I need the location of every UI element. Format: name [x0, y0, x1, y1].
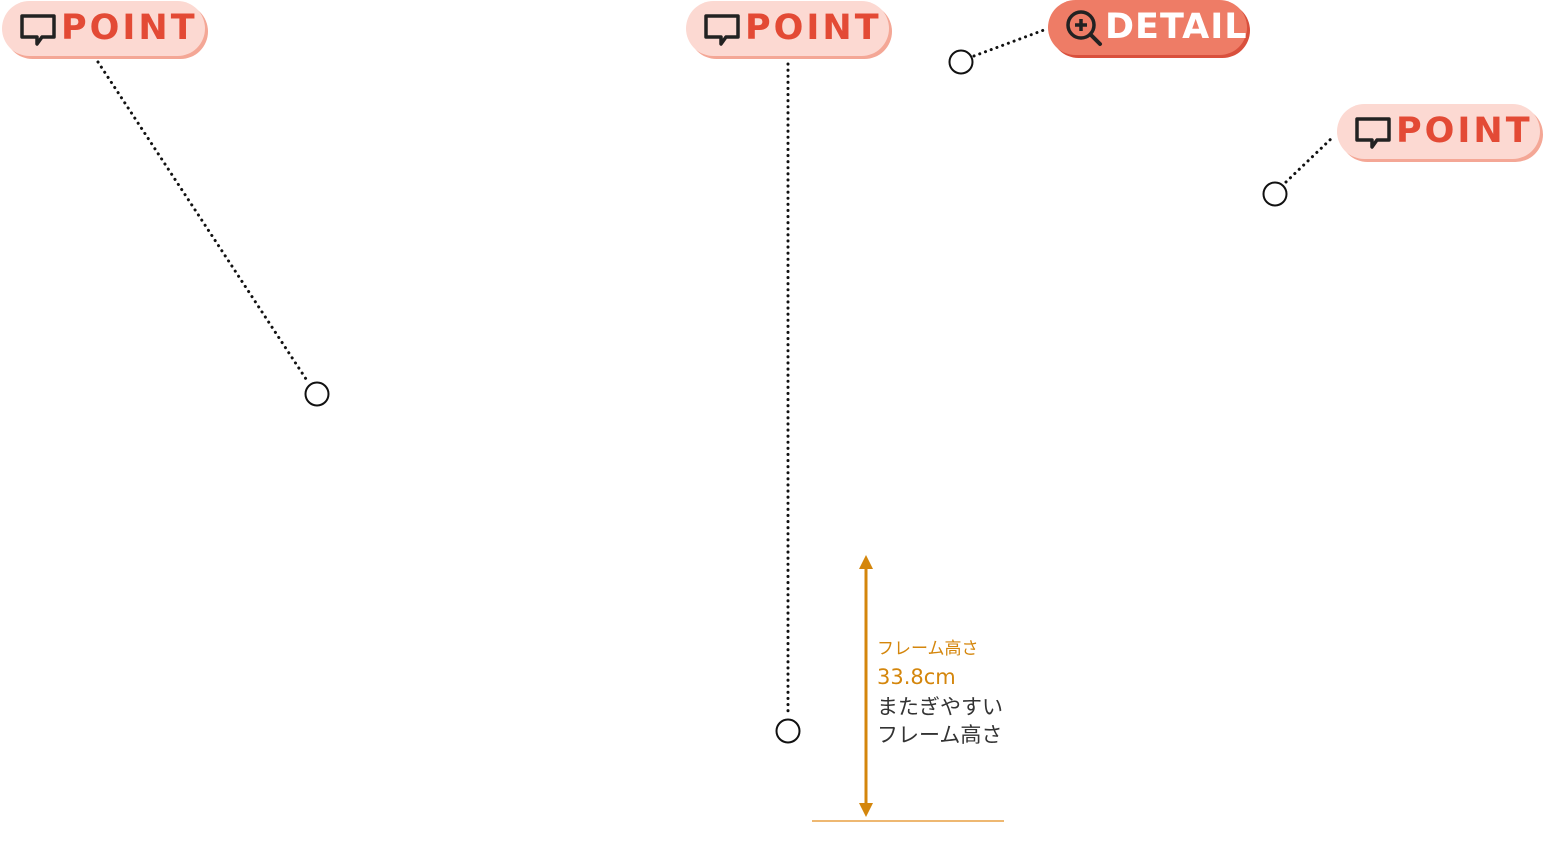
- zoom-in-icon: [1066, 9, 1102, 46]
- point-tag-3[interactable]: POINT: [1337, 104, 1540, 159]
- frame-height-caption: フレーム高さ: [877, 639, 979, 659]
- hotspot-marker-1[interactable]: [304, 381, 330, 407]
- hotspot-marker-3[interactable]: [948, 49, 974, 75]
- frame-height-description: またぎやすい フレーム高さ: [877, 695, 1003, 747]
- hotspot-marker-4[interactable]: [1262, 181, 1288, 207]
- point-tag-label: POINT: [61, 8, 198, 48]
- point-tag-1[interactable]: POINT: [2, 1, 205, 56]
- detail-tag[interactable]: DETAIL: [1048, 0, 1247, 55]
- speech-bubble-icon: [704, 13, 740, 46]
- speech-bubble-icon: [1355, 116, 1391, 149]
- point-tag-label: POINT: [1396, 111, 1533, 151]
- point-tag-2[interactable]: POINT: [686, 1, 889, 56]
- leader-line-4: [1284, 134, 1336, 184]
- speech-bubble-icon: [20, 13, 56, 46]
- hotspot-marker-2[interactable]: [775, 718, 801, 744]
- frame-height-value: 33.8cm: [877, 665, 956, 689]
- frame-height-spec: フレーム高さ 33.8cm またぎやすい フレーム高さ: [877, 641, 1003, 749]
- leader-line-3: [972, 28, 1046, 58]
- point-tag-label: POINT: [745, 8, 882, 48]
- detail-tag-label: DETAIL: [1105, 7, 1248, 47]
- leader-line-1: [96, 60, 310, 384]
